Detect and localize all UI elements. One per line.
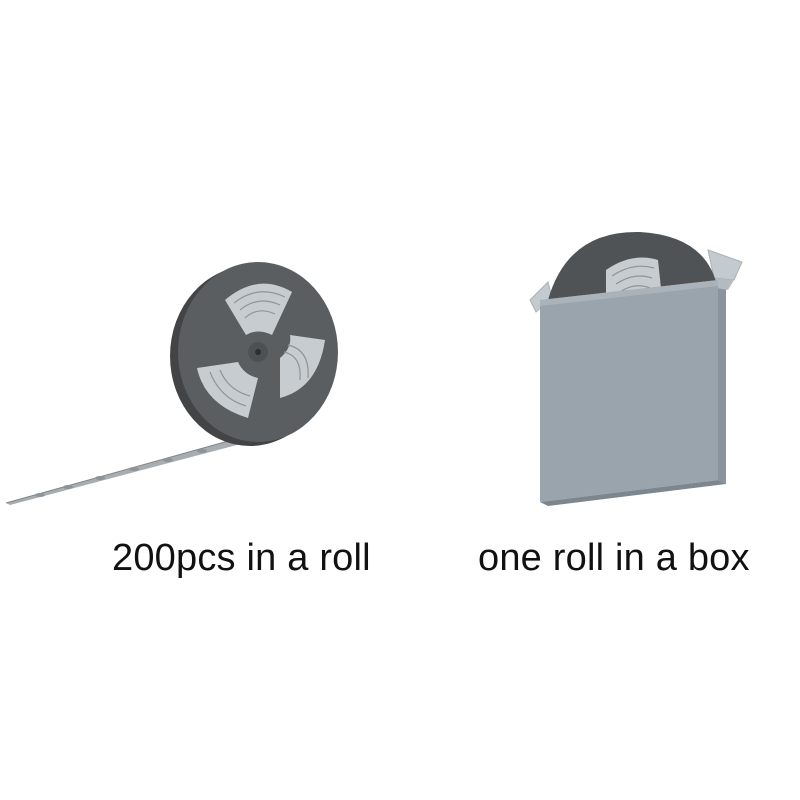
tape-components — [35, 449, 207, 497]
box-front — [540, 280, 718, 502]
caption-box: one roll in a box — [478, 537, 750, 579]
box-side — [718, 280, 726, 484]
tape-reel — [5, 262, 338, 505]
reel-winding-lines — [209, 291, 309, 407]
caption-roll: 200pcs in a roll — [112, 537, 371, 579]
box-bottom — [540, 480, 726, 506]
box-with-reel — [529, 231, 743, 506]
